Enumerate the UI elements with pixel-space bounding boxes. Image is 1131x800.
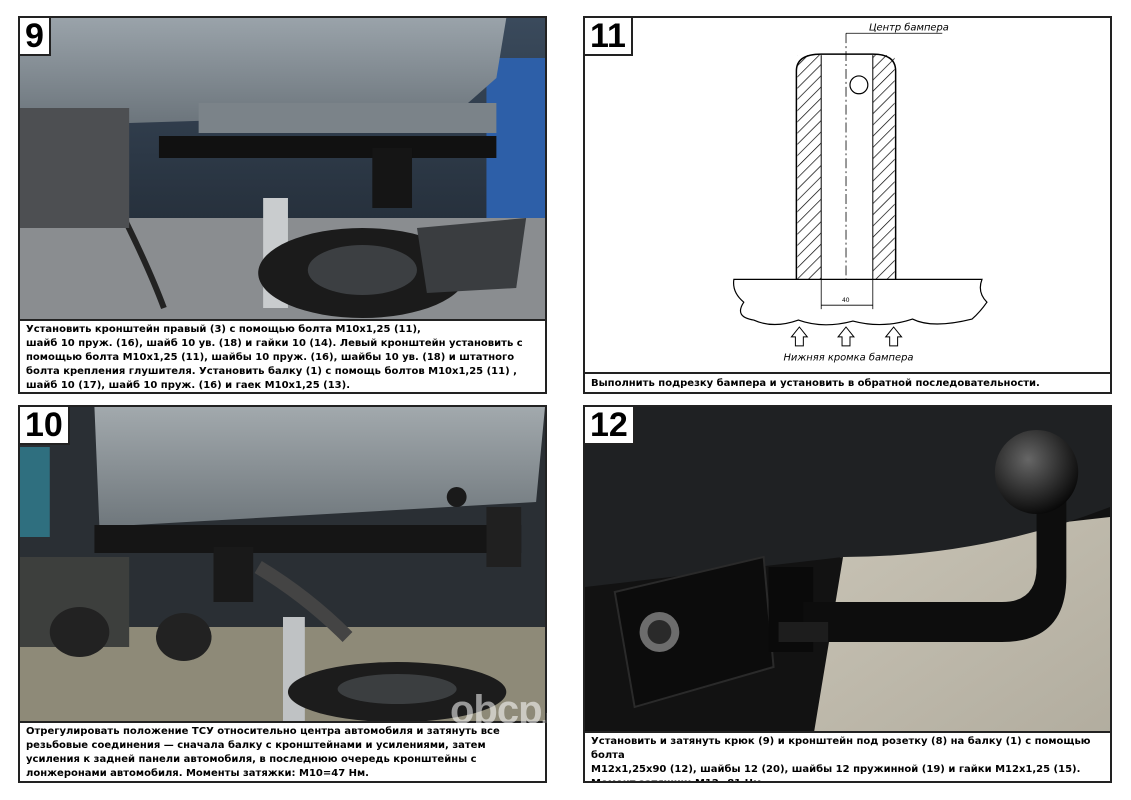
bumper-cut-diagram: Центр бампера 40 Нижняя кромка бампера: [585, 18, 1110, 374]
step-number: 12: [585, 407, 635, 445]
step-number: 9: [20, 18, 51, 56]
watermark-suffix: .ru: [541, 707, 563, 727]
step-12-photo: [585, 407, 1110, 735]
step-10-photo: [20, 407, 545, 725]
step-instruction: Выполнить подрезку бампера и установить …: [585, 372, 1110, 392]
step-number: 10: [20, 407, 70, 445]
hole-circle: [849, 75, 869, 95]
step-9-panel: 9 Установить кронштейн правый (3) с помо…: [18, 16, 547, 394]
step-12-panel: 12 Установить и затянуть крюк (9) и крон…: [583, 405, 1112, 783]
dimension-label: 40: [842, 297, 850, 304]
hatched-wall-left: [797, 55, 822, 280]
arrow-icons: [790, 326, 903, 347]
step-instruction: Установить кронштейн правый (3) с помощь…: [20, 319, 545, 392]
step-instruction: Установить и затянуть крюк (9) и кронште…: [585, 731, 1110, 781]
step-number: 11: [585, 18, 633, 56]
tow-ball: [994, 430, 1079, 514]
hatched-wall-right: [872, 55, 895, 280]
site-watermark: obcp.ru: [450, 688, 563, 733]
center-label: Центр бампера: [869, 21, 949, 33]
step-11-panel: Центр бампера 40 Нижняя кромка бампера 1…: [583, 16, 1112, 394]
step-10-panel: 10 Отрегулировать положение ТСУ относите…: [18, 405, 547, 783]
step-9-photo: [20, 18, 545, 323]
bottom-edge-label: Нижняя кромка бампера: [783, 352, 913, 364]
watermark-main: obcp: [450, 688, 543, 732]
step-instruction: Отрегулировать положение ТСУ относительн…: [20, 721, 545, 781]
